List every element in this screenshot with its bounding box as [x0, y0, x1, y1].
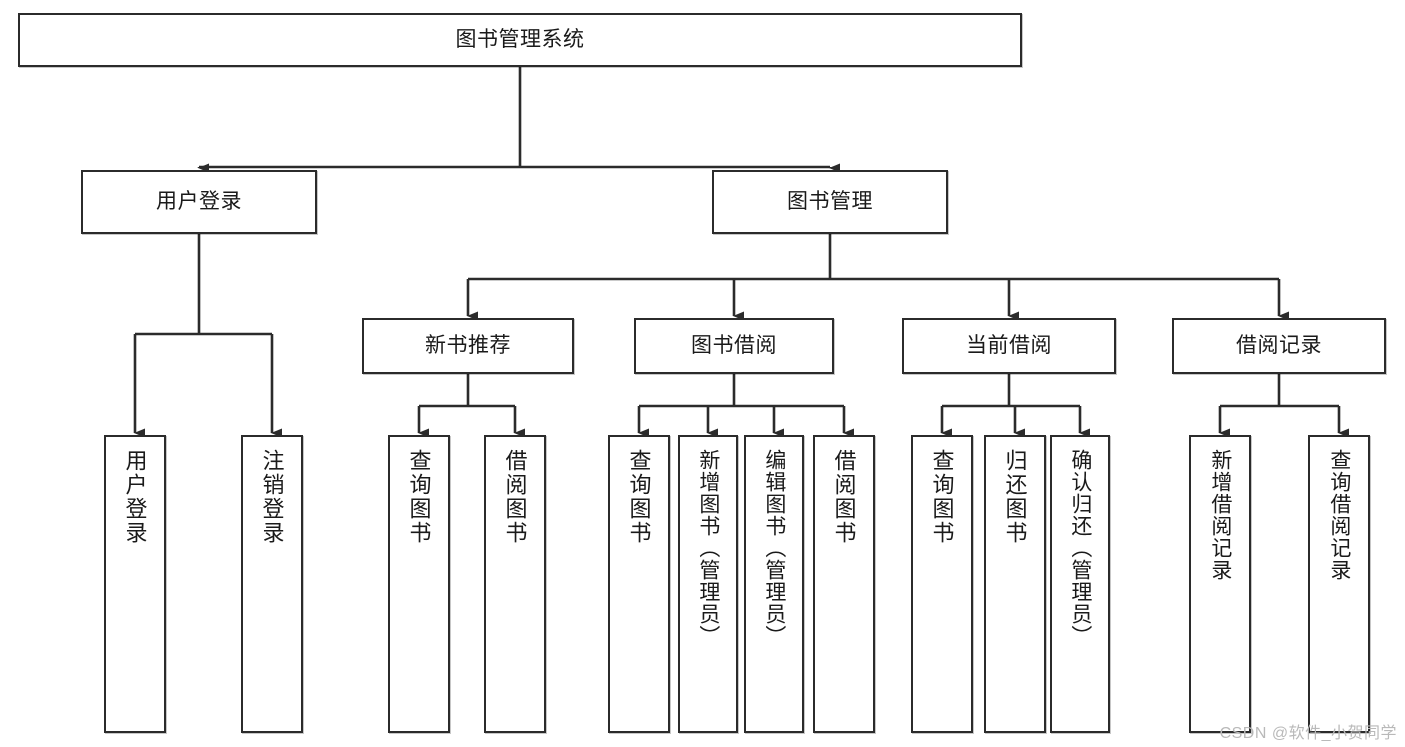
node-borrow-records-label: 借阅记录 [1236, 334, 1322, 358]
node-current-borrow-label: 当前借阅 [966, 334, 1052, 358]
leaf-query-books-recommend[interactable]: 查询图书 [388, 435, 450, 733]
node-root-label: 图书管理系统 [455, 28, 585, 52]
node-book-borrow-label: 图书借阅 [691, 334, 777, 358]
leaf-edit-book-admin[interactable]: 编辑图书（管理员） [744, 435, 804, 733]
watermark: CSDN @软件_小贺同学 [1219, 725, 1397, 742]
leaf-add-borrow-record-label: 新增借阅记录 [1208, 449, 1232, 581]
leaf-confirm-return-admin[interactable]: 确认归还（管理员） [1050, 435, 1110, 733]
leaf-add-borrow-record[interactable]: 新增借阅记录 [1189, 435, 1251, 733]
leaf-confirm-return-admin-label: 确认归还（管理员） [1068, 449, 1092, 647]
leaf-borrow-books-recommend[interactable]: 借阅图书 [484, 435, 546, 733]
leaf-user-login[interactable]: 用户登录 [104, 435, 166, 733]
leaf-query-borrow-record-label: 查询借阅记录 [1327, 449, 1351, 581]
leaf-user-login-label: 用户登录 [122, 449, 148, 545]
node-borrow-records[interactable]: 借阅记录 [1172, 318, 1386, 374]
node-current-borrow[interactable]: 当前借阅 [902, 318, 1116, 374]
leaf-borrow-book-label: 借阅图书 [831, 449, 857, 545]
leaf-query-books-current[interactable]: 查询图书 [911, 435, 973, 733]
leaf-borrow-book[interactable]: 借阅图书 [813, 435, 875, 733]
leaf-query-books-current-label: 查询图书 [929, 449, 955, 545]
node-user-login-label: 用户登录 [156, 190, 242, 214]
node-book-management[interactable]: 图书管理 [712, 170, 948, 234]
leaf-query-books-recommend-label: 查询图书 [406, 449, 432, 545]
leaf-query-books-borrow-label: 查询图书 [626, 449, 652, 545]
leaf-query-borrow-record[interactable]: 查询借阅记录 [1308, 435, 1370, 733]
node-root[interactable]: 图书管理系统 [18, 13, 1022, 67]
leaf-edit-book-admin-label: 编辑图书（管理员） [762, 449, 786, 647]
node-new-book-recommend-label: 新书推荐 [425, 334, 511, 358]
node-book-borrow[interactable]: 图书借阅 [634, 318, 834, 374]
node-book-management-label: 图书管理 [787, 190, 873, 214]
leaf-return-book-label: 归还图书 [1002, 449, 1028, 545]
leaf-logout-label: 注销登录 [259, 449, 285, 545]
leaf-return-book[interactable]: 归还图书 [984, 435, 1046, 733]
leaf-logout[interactable]: 注销登录 [241, 435, 303, 733]
node-new-book-recommend[interactable]: 新书推荐 [362, 318, 574, 374]
leaf-query-books-borrow[interactable]: 查询图书 [608, 435, 670, 733]
node-user-login[interactable]: 用户登录 [81, 170, 317, 234]
leaf-add-book-admin-label: 新增图书（管理员） [696, 449, 720, 647]
leaf-add-book-admin[interactable]: 新增图书（管理员） [678, 435, 738, 733]
leaf-borrow-books-recommend-label: 借阅图书 [502, 449, 528, 545]
